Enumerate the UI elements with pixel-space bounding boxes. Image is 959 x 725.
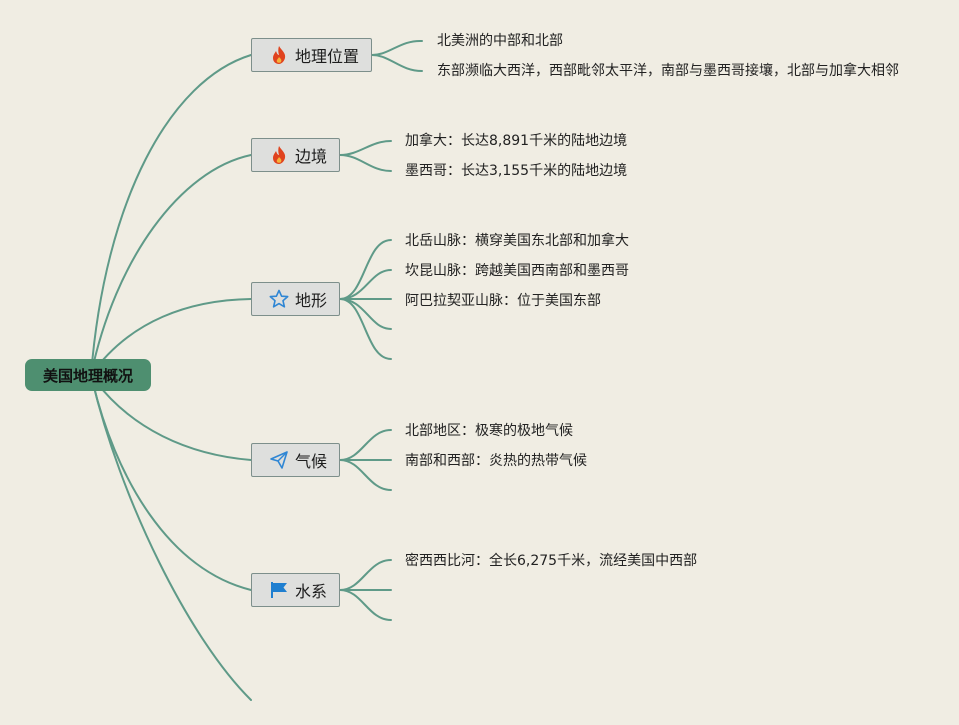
branch-climate[interactable]: 气候 [251, 443, 340, 477]
branch-label: 气候 [295, 452, 328, 471]
leaf-text[interactable]: 南部和西部：炎热的热带气候 [405, 453, 587, 469]
leaf-text[interactable]: 北美洲的中部和北部 [437, 33, 563, 49]
branch-border[interactable]: 边境 [251, 138, 340, 172]
branch-label: 水系 [295, 582, 328, 601]
branch-water[interactable]: 水系 [251, 573, 340, 607]
leaf-text[interactable]: 北部地区：极寒的极地气候 [405, 423, 573, 439]
leaf-text[interactable]: 坎昆山脉：跨越美国西南部和墨西哥 [405, 263, 629, 279]
fire-icon [268, 44, 290, 66]
flag-icon [268, 579, 290, 601]
leaf-text[interactable]: 北岳山脉：横穿美国东北部和加拿大 [405, 233, 629, 249]
branch-label: 地理位置 [295, 47, 360, 66]
fire-icon [268, 144, 290, 166]
leaf-text[interactable]: 东部濒临大西洋，西部毗邻太平洋，南部与墨西哥接壤，北部与加拿大相邻 [437, 63, 899, 79]
paper-plane-icon [268, 449, 290, 471]
leaf-text[interactable]: 墨西哥：长达3,155千米的陆地边境 [405, 163, 628, 179]
leaf-text[interactable]: 加拿大：长达8,891千米的陆地边境 [405, 133, 628, 149]
branch-terrain[interactable]: 地形 [251, 282, 340, 316]
root-topic[interactable]: 美国地理概况 [25, 359, 151, 391]
branch-label: 地形 [295, 291, 328, 310]
leaf-text[interactable]: 密西西比河：全长6,275千米，流经美国中西部 [405, 553, 698, 569]
leaf-text[interactable]: 阿巴拉契亚山脉：位于美国东部 [405, 293, 601, 309]
branch-label: 边境 [295, 147, 328, 166]
star-icon [268, 288, 290, 310]
branch-location[interactable]: 地理位置 [251, 38, 372, 72]
